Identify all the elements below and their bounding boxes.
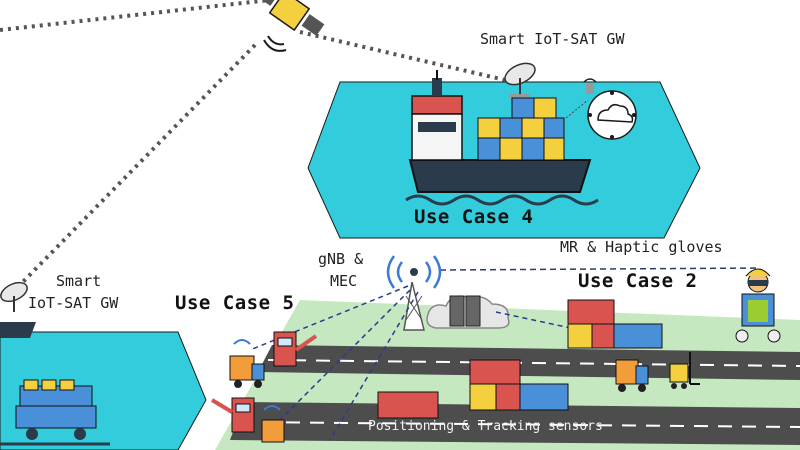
iot-cloud-icon (565, 78, 637, 140)
use-case-2-label: Use Case 2 (578, 270, 698, 292)
forklift-icon (669, 352, 700, 389)
positioning-label: Positioning & Tracking sensors (368, 419, 603, 434)
tracked-truck-icon-2 (261, 405, 285, 443)
gate-booth-icon-2 (210, 397, 255, 433)
mr-worker-icon (735, 268, 781, 343)
container-stack-3 (377, 391, 439, 419)
gateway-left-label-line1: Smart (56, 272, 102, 290)
gnb-tower-icon (386, 255, 442, 331)
mec-cloud-icon (426, 295, 510, 329)
tracked-truck-icon-3 (615, 343, 649, 392)
use-case-5-label: Use Case 5 (175, 292, 295, 314)
road-markings (237, 359, 800, 428)
tracked-truck-icon-1 (229, 339, 265, 388)
freight-train-icon (0, 379, 110, 446)
gate-booth-icon-1 (273, 331, 318, 367)
satellite-links (0, 0, 506, 292)
container-stack-2 (469, 359, 569, 411)
use-case-4-label: Use Case 4 (414, 206, 534, 228)
satellite-dish-icon-left (0, 281, 36, 338)
container-stack-1 (567, 299, 663, 349)
cargo-ship-icon (405, 70, 599, 206)
radio-links (249, 285, 581, 441)
satellite-dish-icon-top (504, 62, 536, 100)
gnb-label-line2: MEC (330, 272, 358, 290)
gateway-top-label: Smart IoT-SAT GW (480, 30, 625, 48)
gnb-label-line1: gNB & (318, 250, 364, 268)
mr-link (439, 267, 761, 271)
gateway-left-label-line2: IoT-SAT GW (28, 294, 119, 312)
road-1 (258, 345, 800, 380)
mr-haptic-label: MR & Haptic gloves (560, 238, 723, 256)
satellite-icon (255, 0, 325, 52)
